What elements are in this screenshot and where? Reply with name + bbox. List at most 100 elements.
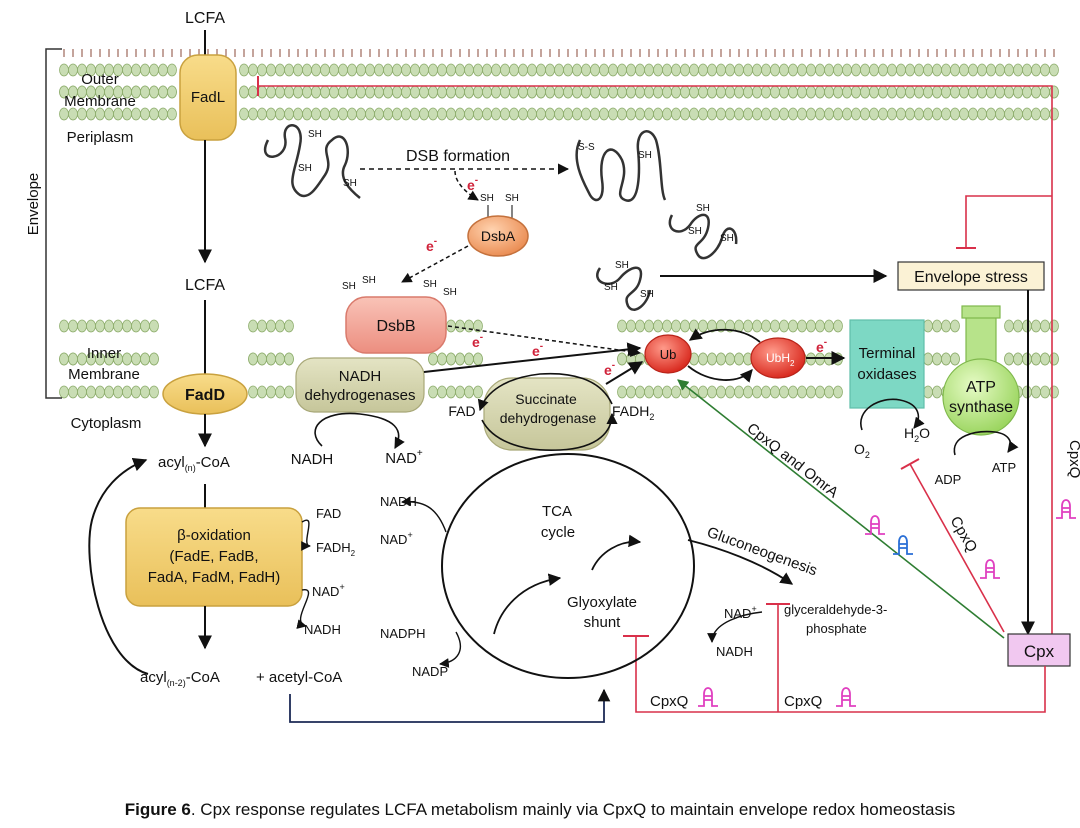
lipid-bead	[383, 85, 393, 99]
glyoxylate-label: Glyoxylate	[567, 594, 637, 611]
lipid-bead	[779, 319, 789, 333]
lipid-bead	[734, 352, 744, 366]
lipid-bead	[635, 85, 645, 99]
lipid-bead	[437, 63, 447, 77]
lipid-bead	[356, 63, 366, 77]
nadh-beta-label: NADH	[304, 622, 341, 637]
lipid-bead	[149, 85, 159, 99]
lipid-bead	[1013, 85, 1023, 99]
lipid-bead	[680, 63, 690, 77]
dsbb-label: DsbB	[376, 318, 415, 335]
inner-membrane-label: Inner	[87, 345, 121, 362]
lipid-bead	[302, 63, 312, 77]
sh-label: SH	[720, 233, 734, 244]
lipid-bead	[752, 63, 762, 77]
lipid-bead	[698, 352, 708, 366]
lipid-bead	[743, 63, 753, 77]
outer-membrane-label-2: Membrane	[64, 93, 136, 110]
sh-label: SH	[443, 287, 457, 298]
lipid-bead	[311, 63, 321, 77]
lipid-bead	[122, 352, 132, 366]
lipid-bead	[320, 85, 330, 99]
lipid-bead	[248, 107, 258, 121]
lipid-bead	[590, 63, 600, 77]
lipid-bead	[239, 63, 249, 77]
lipid-bead	[896, 107, 906, 121]
lipid-bead	[374, 63, 384, 77]
fad-label: FAD	[448, 403, 475, 419]
lipid-bead	[446, 107, 456, 121]
lipid-bead	[680, 319, 690, 333]
lipid-bead	[959, 85, 969, 99]
terminal-oxidases-label: Terminal	[859, 345, 916, 362]
lipid-bead	[653, 63, 663, 77]
lipid-bead	[374, 85, 384, 99]
lipid-bead	[923, 107, 933, 121]
lipid-bead	[455, 107, 465, 121]
cytoplasm-label: Cytoplasm	[71, 415, 142, 432]
lipid-bead	[464, 63, 474, 77]
nadph-curve	[439, 631, 461, 668]
lipid-bead	[986, 107, 996, 121]
lipid-bead	[662, 385, 672, 399]
nadh-gluconeo-label: NADH	[716, 644, 753, 659]
lipid-bead	[167, 85, 177, 99]
h2o-label: H2O	[904, 425, 930, 444]
lipid-bead	[113, 319, 123, 333]
lipid-bead	[653, 85, 663, 99]
folded-protein	[575, 130, 667, 202]
lipid-bead	[788, 107, 798, 121]
lipid-bead	[122, 63, 132, 77]
nad-gluconeo-curve	[707, 611, 763, 643]
lipid-bead	[257, 319, 267, 333]
lipid-bead	[824, 85, 834, 99]
lipid-bead	[824, 385, 834, 399]
lipid-bead	[995, 63, 1005, 77]
lipid-bead	[1004, 352, 1014, 366]
lipid-bead	[860, 85, 870, 99]
sh-label: SH	[423, 279, 437, 290]
lipid-bead	[302, 85, 312, 99]
lipid-bead	[914, 85, 924, 99]
lipid-bead	[689, 85, 699, 99]
lipid-bead	[365, 85, 375, 99]
lipid-bead	[914, 63, 924, 77]
lipid-bead	[689, 107, 699, 121]
dsb-formation-label: DSB formation	[406, 148, 510, 165]
fadl-protein	[179, 54, 237, 141]
lipid-bead	[338, 85, 348, 99]
lipid-bead	[455, 85, 465, 99]
lipid-bead	[761, 107, 771, 121]
lipid-bead	[770, 385, 780, 399]
atp-synthase-label-2: synthase	[949, 399, 1013, 416]
lipid-bead	[491, 107, 501, 121]
lipid-bead	[563, 63, 573, 77]
srna-hairpin-icon	[980, 559, 1000, 579]
lipid-bead	[59, 319, 69, 333]
figure-number: Figure 6	[124, 800, 191, 819]
lipid-bead	[698, 107, 708, 121]
lipid-bead	[626, 107, 636, 121]
lipid-bead	[608, 85, 618, 99]
glyoxylate-label-2: shunt	[584, 614, 622, 631]
ubiquinol	[750, 337, 806, 379]
lipid-bead	[356, 107, 366, 121]
lipid-bead	[554, 107, 564, 121]
lipid-bead	[644, 385, 654, 399]
lipid-bead	[347, 107, 357, 121]
lipid-bead	[815, 85, 825, 99]
beta-oxidation-label: β-oxidation	[177, 527, 251, 544]
lipid-bead	[59, 352, 69, 366]
lipid-bead	[122, 319, 132, 333]
lipid-bead	[815, 385, 825, 399]
lipid-bead	[581, 107, 591, 121]
dsbb-to-ub-arrow	[447, 325, 642, 357]
lipid-bead	[68, 319, 78, 333]
lipid-bead	[824, 319, 834, 333]
lipid-bead	[1040, 385, 1050, 399]
nadh-dehyd-to-ub-arrow	[423, 342, 642, 373]
lipid-bead	[554, 63, 564, 77]
lipid-bead	[320, 63, 330, 77]
lipid-bead	[932, 385, 942, 399]
cpx-to-stress-inhibit-line	[965, 195, 1052, 248]
